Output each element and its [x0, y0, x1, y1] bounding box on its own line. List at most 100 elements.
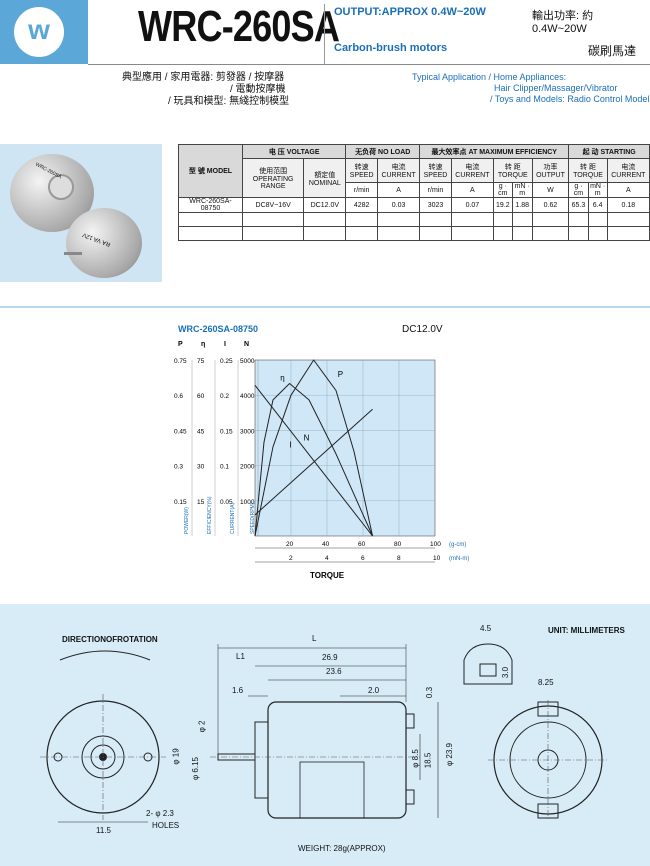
col-voltage: 电 压 VOLTAGE	[241, 144, 347, 159]
dim-label: 3.0	[501, 666, 511, 679]
y-tick-label: 0.15	[220, 428, 233, 435]
y-tick-label: 75	[197, 358, 205, 365]
dim-label: L1	[236, 652, 245, 661]
unit-cell: g · cm	[568, 182, 589, 198]
section-divider	[0, 306, 650, 308]
dim-label: φ 19	[171, 748, 181, 765]
sub-header: 转速 SPEED	[419, 158, 452, 183]
x-tick-label: 4	[325, 555, 329, 562]
table-cell: 4282	[345, 197, 378, 213]
x-axis-title: TORQUE	[310, 571, 345, 580]
x-unit-label: (mN-m)	[449, 556, 469, 562]
table-cell: DC8V~16V	[241, 197, 305, 213]
dim-label: 26.9	[322, 653, 338, 662]
y-tick-label: 0.05	[220, 499, 233, 506]
motor-cap	[48, 174, 74, 200]
series-label: N	[304, 433, 310, 442]
unit-cell: r/min	[345, 182, 378, 198]
col-model: 型 號 MODEL	[178, 144, 243, 198]
y-tick-label: 15	[197, 499, 205, 506]
header-rule	[88, 64, 650, 65]
type-en: Carbon-brush motors	[334, 42, 448, 54]
table-cell: 0.18	[606, 197, 650, 213]
y-tick-label: 4000	[240, 393, 255, 400]
dim-label: 23.6	[326, 667, 342, 676]
dimension-drawing: DIRECTIONOFROTATION UNIT: MILLIMETERS WE…	[0, 604, 650, 866]
table-row: WRC-260SA-08750 DC8V~16V DC12.0V 4282 0.…	[178, 197, 650, 213]
x-tick-label: 6	[361, 555, 365, 562]
y-tick-label: 0.25	[220, 358, 233, 365]
x-tick-label: 80	[394, 541, 402, 548]
x-tick-label: 20	[286, 541, 294, 548]
y-tick-label: 5000	[240, 358, 255, 365]
output-en: OUTPUT:APPROX 0.4W~20W	[334, 6, 486, 18]
logo-circle	[14, 7, 64, 57]
unit-cell: r/min	[419, 182, 452, 198]
axis-name: η	[201, 341, 205, 348]
y-tick-label: 0.2	[220, 393, 229, 400]
y-tick-label: 0.75	[174, 358, 187, 365]
y-tick-label: 0.15	[174, 499, 187, 506]
col-maxeff: 最大效率点 AT MAXIMUM EFFICIENCY	[419, 144, 570, 159]
y-tick-label: 3000	[240, 428, 255, 435]
app-en-line: Hair Clipper/Massager/Vibrator	[494, 83, 618, 93]
series-label: I	[289, 440, 291, 449]
col-starting: 起 动 STARTING	[568, 144, 650, 159]
motor-shaft	[64, 252, 82, 255]
series-line-i	[254, 408, 373, 516]
table-cell: DC12.0V	[303, 197, 347, 213]
series-line-eta	[254, 383, 373, 537]
x-tick-label: 40	[322, 541, 330, 548]
table-cell: 0.62	[531, 197, 570, 213]
chart-title: WRC-260SA-08750	[178, 324, 259, 334]
y-tick-label: 0.45	[174, 428, 187, 435]
col-noload: 无负荷 NO LOAD	[345, 144, 421, 159]
dim-label: φ 2	[197, 720, 207, 733]
applications-en: Typical Application / Home Appliances: H…	[412, 72, 649, 105]
y-tick-label: 1000	[240, 499, 255, 506]
table-row	[178, 226, 650, 241]
y-tick-label: 0.6	[174, 393, 183, 400]
dim-label: 1.6	[232, 686, 244, 695]
table-cell: 3023	[419, 197, 452, 213]
sub-header: 转 距 TORQUE	[568, 158, 608, 183]
y-axis-label: POWER(W)	[184, 507, 190, 534]
sub-header: 转速 SPEED	[345, 158, 378, 183]
motor-image	[66, 208, 142, 278]
table-cell: WRC-260SA-08750	[178, 197, 243, 213]
table-cell: 19.2	[492, 197, 513, 213]
sub-header: 电流 CURRENT	[450, 158, 494, 183]
dim-label: φ 6.15	[190, 757, 200, 780]
x-tick-label: 100	[430, 541, 441, 548]
spec-table: 型 號 MODEL 电 压 VOLTAGE 无负荷 NO LOAD 最大效率点 …	[178, 144, 650, 241]
x-unit-label: (g-cm)	[449, 542, 466, 548]
applications-zh: 典型應用 / 家用電器: 剪發器 / 按摩器 / 電動按摩機 / 玩具和模型: …	[122, 72, 289, 108]
dim-label: 4.5	[480, 624, 492, 633]
unit-cell: A	[606, 182, 650, 198]
series-line-p	[254, 359, 374, 537]
drawing-svg	[40, 643, 608, 823]
axis-name: N	[244, 341, 249, 348]
table-cell: 6.4	[587, 197, 608, 213]
y-tick-label: 2000	[240, 464, 255, 471]
axis-name: I	[224, 341, 226, 348]
unit-cell: W	[531, 182, 570, 198]
product-photo: WRC-260SA RA VA 12V	[0, 144, 162, 282]
series-line-n	[254, 384, 373, 537]
sub-header: 电流 CURRENT	[606, 158, 650, 183]
header-divider	[324, 4, 325, 64]
app-en-line: / Toys and Models: Radio Control Model	[490, 94, 650, 104]
sub-header: 电流 CURRENT	[376, 158, 421, 183]
dim-label: 2.0	[368, 686, 380, 695]
y-tick-label: 30	[197, 464, 205, 471]
table-cell: 0.03	[376, 197, 421, 213]
app-zh-line: / 玩具和模型: 無綫控制模型	[168, 96, 290, 107]
weight-label: WEIGHT: 28g(APPROX)	[298, 844, 386, 853]
sub-header: 使用范围 OPERATING RANGE	[241, 158, 305, 198]
y-axis-label: EFFICIENCY(%)	[207, 496, 213, 534]
unit-cell: A	[376, 182, 421, 198]
x-tick-label: 8	[397, 555, 401, 562]
x-tick-label: 60	[358, 541, 366, 548]
app-zh-line: 典型應用 / 家用電器: 剪發器 / 按摩器	[122, 72, 285, 83]
units-label: UNIT: MILLIMETERS	[548, 626, 625, 635]
